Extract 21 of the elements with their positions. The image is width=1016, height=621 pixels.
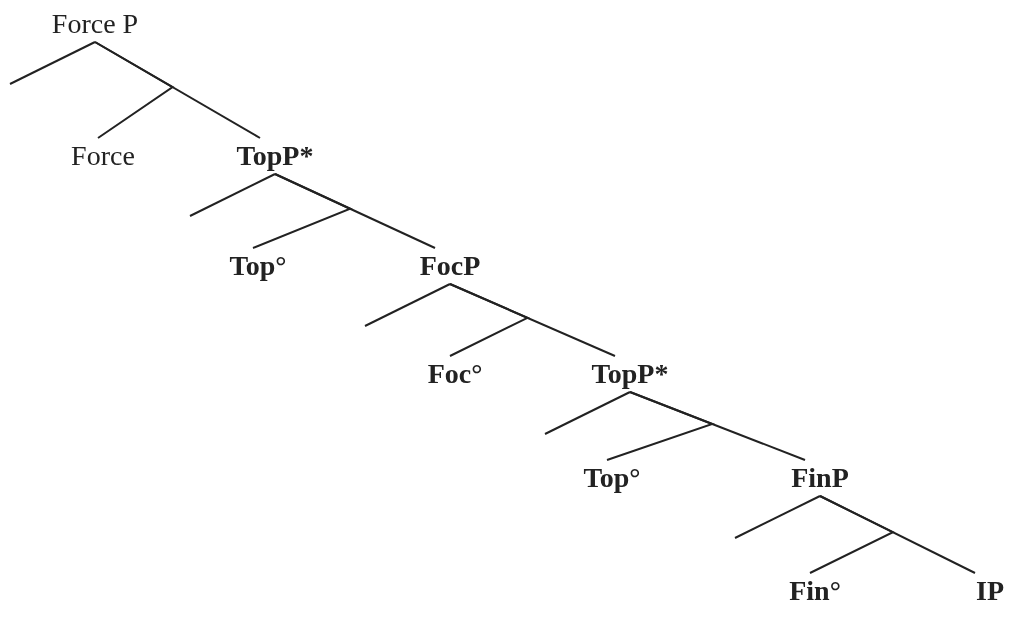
branch-line xyxy=(189,173,276,217)
tree-node-label: Top° xyxy=(229,250,287,282)
tree-node-label: IP xyxy=(976,575,1004,607)
tree-node-label: Foc° xyxy=(427,358,483,390)
tree-node-label: FinP xyxy=(791,462,849,494)
tree-node-label: TopP* xyxy=(236,140,314,172)
tree-node-label: Force xyxy=(71,140,135,172)
branch-line xyxy=(9,41,96,85)
branch-line xyxy=(819,495,976,574)
tree-node-label: TopP* xyxy=(591,358,669,390)
tree-node-label: Fin° xyxy=(789,575,841,607)
branch-line xyxy=(364,283,451,327)
branch-line xyxy=(274,173,436,249)
branch-line xyxy=(629,391,806,461)
branch-line xyxy=(734,495,821,539)
branch-line xyxy=(94,41,261,139)
tree-node-label: FocP xyxy=(419,250,481,282)
tree-node-label: Top° xyxy=(583,462,641,494)
tree-node-label: Force P xyxy=(51,8,139,40)
branch-line xyxy=(449,283,616,357)
branch-line xyxy=(544,391,631,435)
